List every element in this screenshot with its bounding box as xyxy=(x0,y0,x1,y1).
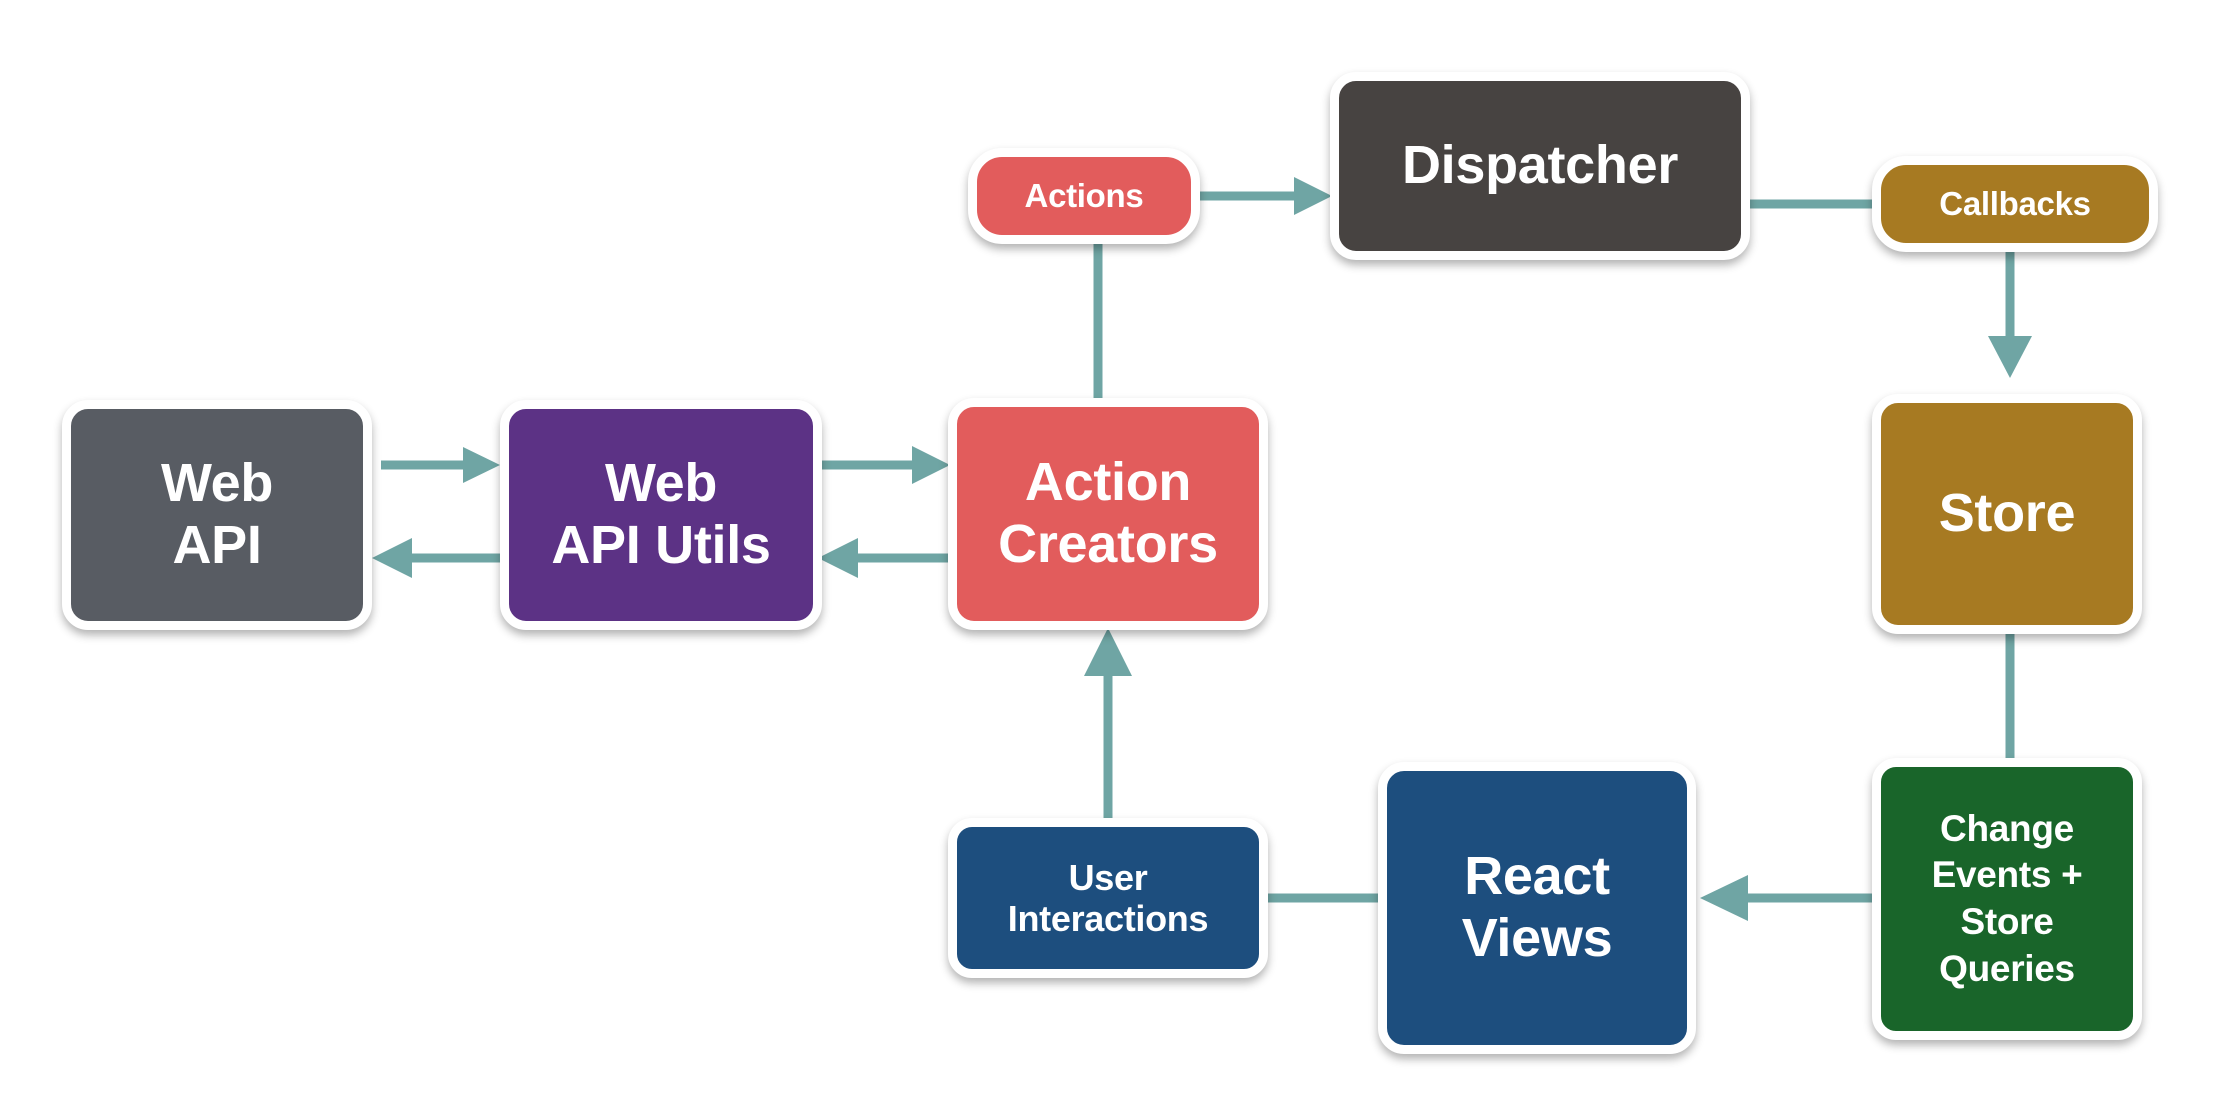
node-user-interactions[interactable]: User Interactions xyxy=(948,818,1268,978)
node-change-events-store-queries[interactable]: Change Events + Store Queries xyxy=(1872,758,2142,1040)
node-store-label: Store xyxy=(1938,483,2076,544)
node-store[interactable]: Store xyxy=(1872,394,2142,634)
node-action-creators[interactable]: Action Creators xyxy=(948,398,1268,630)
edge-action-creators-to-utils xyxy=(818,538,948,578)
node-change-events-store-queries-label: Change Events + Store Queries xyxy=(1931,807,2083,989)
node-actions[interactable]: Actions xyxy=(968,148,1200,244)
edge-callbacks-to-store xyxy=(1988,252,2032,378)
node-callbacks[interactable]: Callbacks xyxy=(1872,156,2158,252)
edge-actions-to-dispatcher xyxy=(1200,177,1332,215)
node-web-api-utils[interactable]: Web API Utils xyxy=(500,400,822,630)
node-action-creators-label: Action Creators xyxy=(998,452,1218,574)
edge-change-events-to-react-views xyxy=(1700,875,1872,921)
node-user-interactions-label: User Interactions xyxy=(1007,856,1209,939)
node-dispatcher[interactable]: Dispatcher xyxy=(1330,72,1750,260)
node-web-api[interactable]: Web API xyxy=(62,400,372,630)
node-callbacks-label: Callbacks xyxy=(1939,185,2091,223)
node-react-views-label: React Views xyxy=(1461,846,1613,968)
node-actions-label: Actions xyxy=(1024,177,1144,215)
edge-utils-to-web-api xyxy=(372,538,500,578)
edge-utils-to-action-creators xyxy=(822,446,950,484)
node-web-api-label: Web API xyxy=(160,453,274,575)
node-web-api-utils-label: Web API Utils xyxy=(551,453,771,575)
edge-user-interactions-to-action-creators xyxy=(1084,628,1132,818)
node-react-views[interactable]: React Views xyxy=(1378,762,1696,1054)
edge-web-api-to-utils xyxy=(381,447,500,483)
node-dispatcher-label: Dispatcher xyxy=(1401,135,1679,196)
